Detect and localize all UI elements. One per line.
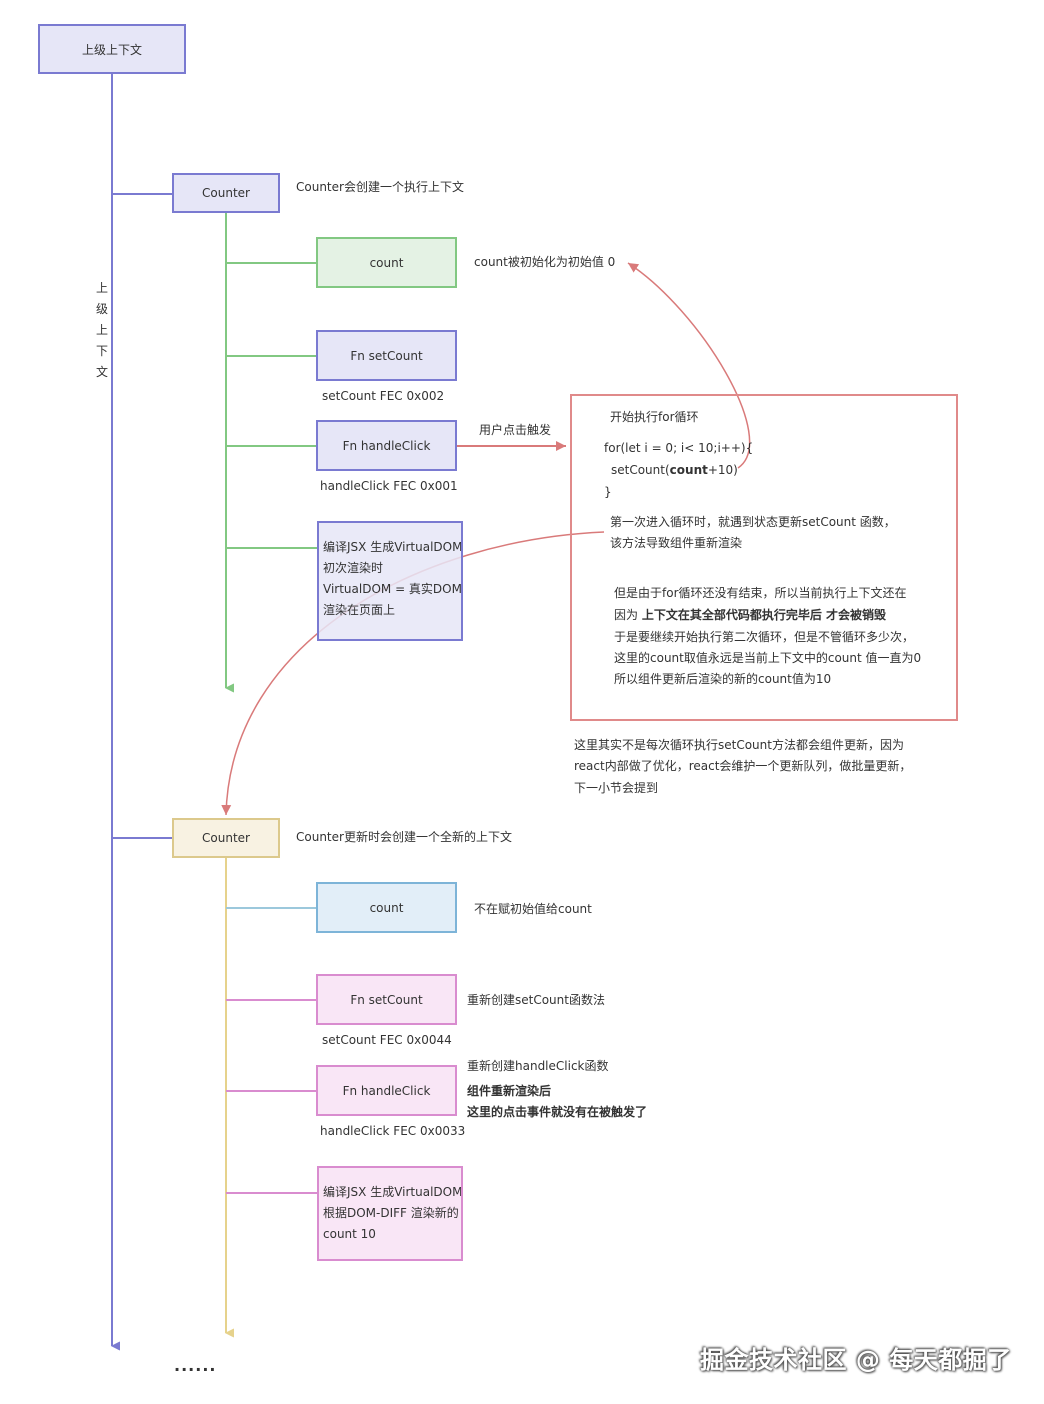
jsx-line-3-initial: VirtualDOM = 真实DOM — [323, 582, 462, 596]
explain-line-2: 因为 上下文在其全部代码都执行完毕后 才会被销毁 — [614, 607, 886, 623]
vertical-char-5: 文 — [95, 365, 108, 379]
loop-code-line-2-suffix: +10) — [707, 463, 738, 477]
handleclick-label-initial: Fn handleClick — [342, 438, 431, 453]
handleclick-note-update-2: 组件重新渲染后 — [467, 1084, 552, 1098]
count-label-update: count — [369, 900, 404, 915]
setcount-box-update: Fn setCount — [316, 974, 457, 1025]
jsx-line-3-update: count 10 — [323, 1227, 376, 1241]
jsx-box-update: 编译JSX 生成VirtualDOM 根据DOM-DIFF 渲染新的 count… — [317, 1166, 463, 1261]
vertical-context-label: 上 级 上 下 文 — [95, 278, 109, 383]
loop-code-line-2: setCount(count+10) — [611, 462, 738, 478]
batch-note-line-1: 这里其实不是每次循环执行setCount方法都会组件更新，因为 — [574, 738, 904, 752]
handleclick-box-update: Fn handleClick — [316, 1065, 457, 1116]
setcount-note-update: 重新创建setCount函数法 — [467, 993, 605, 1007]
watermark: 掘金技术社区 @ 每天都掘了 — [700, 1346, 1012, 1374]
explain-line-2-bold: 上下文在其全部代码都执行完毕后 才会被销毁 — [641, 608, 887, 622]
batch-note-line-3: 下一小节会提到 — [574, 781, 659, 795]
explain-line-5: 所以组件更新后渲染的新的count值为10 — [614, 672, 832, 686]
explain-line-2-prefix: 因为 — [614, 608, 642, 622]
root-context-label: 上级上下文 — [81, 42, 142, 57]
counter-label-initial: Counter — [202, 186, 250, 200]
explain-line-1: 但是由于for循环还没有结束，所以当前执行上下文还在 — [614, 586, 907, 600]
vertical-char-2: 级 — [95, 302, 108, 316]
loop-code-line-2-bold: count — [669, 463, 708, 477]
count-box-initial: count — [316, 237, 457, 288]
vertical-char-4: 下 — [95, 344, 108, 358]
handleclick-fec-initial: handleClick FEC 0x001 — [320, 479, 458, 493]
counter-note-initial: Counter会创建一个执行上下文 — [296, 180, 464, 194]
loop-code-line-1: for(let i = 0; i< 10;i++){ — [604, 441, 754, 455]
counter-note-update: Counter更新时会创建一个全新的上下文 — [296, 830, 512, 844]
count-note-initial: count被初始化为初始值 0 — [474, 255, 616, 269]
setcount-fec-initial: setCount FEC 0x002 — [322, 389, 445, 403]
jsx-box-initial: 编译JSX 生成VirtualDOM 初次渲染时 VirtualDOM = 真实… — [317, 521, 463, 641]
counter-box-initial: Counter — [172, 173, 280, 213]
first-loop-line-2: 该方法导致组件重新渲染 — [610, 536, 743, 550]
setcount-fec-update: setCount FEC 0x0044 — [322, 1033, 452, 1047]
click-trigger-label: 用户点击触发 — [479, 423, 552, 437]
explain-line-4: 这里的count取值永远是当前上下文中的count 值一直为0 — [614, 651, 922, 665]
loop-code-line-3: } — [604, 485, 612, 499]
loop-explanation-box — [570, 394, 958, 721]
batch-note-line-2: react内部做了优化，react会维护一个更新队列，做批量更新， — [574, 759, 912, 773]
jsx-line-4-initial: 渲染在页面上 — [323, 603, 396, 617]
jsx-line-2-update: 根据DOM-DIFF 渲染新的 — [323, 1206, 459, 1220]
jsx-line-1-update: 编译JSX 生成VirtualDOM — [323, 1185, 463, 1199]
handleclick-note-update-1: 重新创建handleClick函数 — [467, 1059, 609, 1073]
loop-title: 开始执行for循环 — [610, 410, 699, 424]
handleclick-label-update: Fn handleClick — [342, 1083, 431, 1098]
setcount-to-count-curve — [627, 262, 751, 469]
jsx-line-1-initial: 编译JSX 生成VirtualDOM — [323, 540, 463, 554]
jsx-line-2-initial: 初次渲染时 — [323, 561, 384, 575]
loop-code-line-2-prefix: setCount( — [611, 463, 670, 477]
count-note-update: 不在赋初始值给count — [474, 902, 592, 916]
handleclick-fec-update: handleClick FEC 0x0033 — [320, 1124, 466, 1138]
first-loop-line-1: 第一次进入循环时，就遇到状态更新setCount 函数， — [610, 515, 896, 529]
counter-label-update: Counter — [202, 831, 250, 845]
counter-box-update: Counter — [172, 818, 280, 858]
count-box-update: count — [316, 882, 457, 933]
count-label-initial: count — [369, 255, 404, 270]
root-context-box: 上级上下文 — [38, 24, 186, 74]
continuation-ellipsis: ...... — [174, 1356, 217, 1375]
setcount-label-initial: Fn setCount — [350, 348, 423, 363]
explain-line-3: 于是要继续开始执行第二次循环，但是不管循环多少次， — [614, 630, 915, 644]
vertical-char-3: 上 — [95, 323, 108, 337]
vertical-char-1: 上 — [95, 281, 108, 295]
setcount-label-update: Fn setCount — [350, 992, 423, 1007]
handleclick-box-initial: Fn handleClick — [316, 420, 457, 471]
setcount-box-initial: Fn setCount — [316, 330, 457, 381]
handleclick-note-update-3: 这里的点击事件就没有在被触发了 — [467, 1105, 648, 1119]
